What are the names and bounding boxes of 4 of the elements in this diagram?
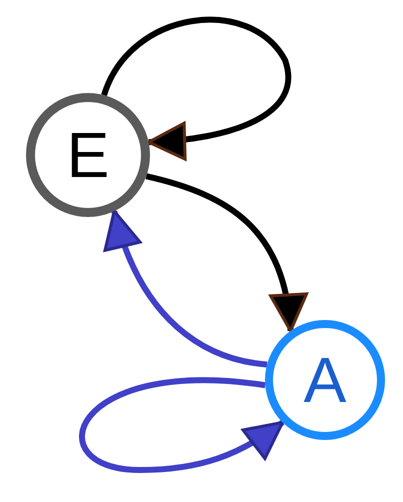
state-label: E xyxy=(66,123,110,187)
arrow xyxy=(80,378,284,473)
state-label: A xyxy=(304,348,346,412)
arrow xyxy=(101,16,291,160)
